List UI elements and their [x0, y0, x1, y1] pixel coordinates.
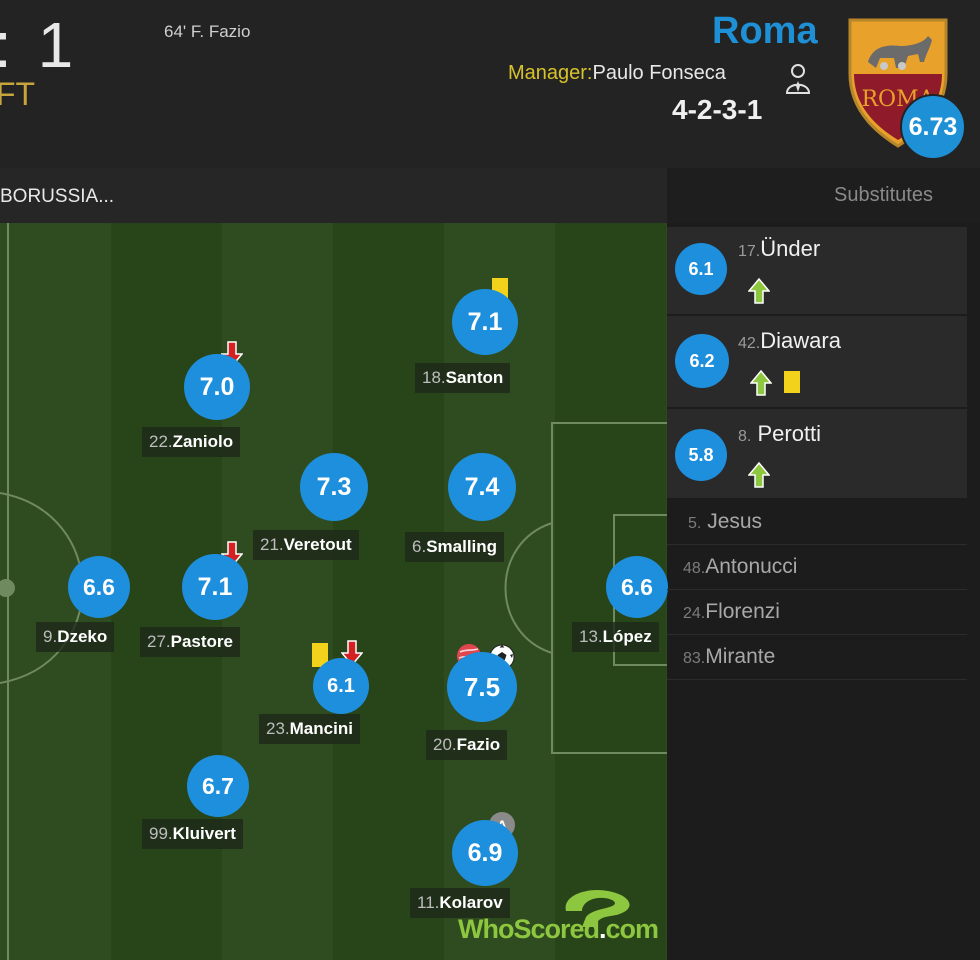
yellow-card-icon	[312, 643, 328, 667]
substitute-row[interactable]: 6.1 17.Ünder	[667, 227, 967, 315]
substitutes-header	[667, 168, 980, 223]
player-rating: 6.6	[606, 556, 668, 618]
player-name-label: 11.Kolarov	[410, 888, 510, 918]
substitutes-title: Substitutes	[834, 184, 933, 206]
sub-name: 8. Perotti	[738, 421, 822, 446]
team-rating: 6.73	[900, 94, 966, 160]
sub-name: 17.Ünder	[738, 236, 821, 261]
player-rating: 7.1	[182, 554, 248, 620]
sub-rating: 5.8	[675, 429, 727, 481]
sub-name: 5. Jesus	[688, 510, 763, 533]
manager-name: Paulo Fonseca	[592, 62, 726, 84]
player-rating: 7.0	[184, 354, 250, 420]
unused-substitute-row[interactable]: 24.Florenzi	[667, 590, 967, 635]
team-name[interactable]: Roma	[712, 10, 818, 52]
manager-label: Manager:	[508, 62, 593, 84]
manager-icon	[785, 64, 811, 94]
goal-event: 64' F. Fazio	[164, 22, 251, 41]
player-name-label: 22.Zaniolo	[142, 427, 241, 457]
match-header: : 1 FT 64' F. Fazio Roma Manager:Paulo F…	[0, 0, 980, 168]
unused-substitute-row[interactable]: 48.Antonucci	[667, 545, 967, 590]
player-name-label: 6.Smalling	[405, 532, 505, 562]
player-rating: 6.6	[68, 556, 130, 618]
unused-substitute-row[interactable]: 83.Mirante	[667, 635, 967, 680]
score: : 1	[0, 9, 78, 81]
sub-name: 42.Diawara	[738, 328, 841, 353]
sub-on-arrow-icon	[748, 278, 770, 304]
sub-on-arrow-icon	[748, 462, 770, 488]
substitute-row[interactable]: 6.2 42.Diawara	[667, 316, 967, 408]
player-name-label: 27.Pastore	[140, 627, 241, 657]
whoscored-logo[interactable]: WhoScored.com	[458, 914, 659, 944]
player-name-label: 21.Veretout	[253, 530, 359, 560]
pitch-markings	[0, 223, 667, 960]
unused-substitute-row[interactable]: 5. Jesus	[667, 500, 967, 545]
player-name-label: 18.Santon	[415, 363, 511, 393]
yellow-card-icon	[784, 371, 800, 393]
player-name-label: 23.Mancini	[259, 714, 360, 744]
player-name-label: 13.López	[572, 622, 659, 652]
player-rating: 7.5	[447, 652, 517, 722]
formation: 4-2-3-1	[672, 94, 763, 125]
sub-name: 48.Antonucci	[683, 555, 798, 578]
player-rating: 6.7	[187, 755, 249, 817]
sub-name: 24.Florenzi	[683, 600, 780, 623]
player-name-label: 99.Kluivert	[142, 819, 243, 849]
manager: Manager:Paulo Fonseca	[508, 62, 726, 85]
match-status: FT	[0, 76, 36, 112]
sub-name: 83.Mirante	[683, 645, 776, 668]
sub-rating: 6.1	[675, 243, 727, 295]
player-rating: 6.1	[313, 658, 369, 714]
player-name-label: 20.Fazio	[426, 730, 508, 760]
tab-opponent[interactable]: BORUSSIA...	[0, 186, 115, 207]
substitute-row[interactable]: 5.8 8. Perotti	[667, 409, 967, 499]
whoscored-logo-icon	[565, 889, 630, 927]
sub-rating: 6.2	[675, 334, 729, 388]
player-rating: 7.1	[452, 289, 518, 355]
player-rating: 6.9	[452, 820, 518, 886]
sub-on-arrow-icon	[750, 370, 772, 396]
player-rating: 7.4	[448, 453, 516, 521]
player-rating: 7.3	[300, 453, 368, 521]
team-tab-bar	[0, 168, 667, 223]
player-name-label: 9.Dzeko	[36, 622, 115, 652]
